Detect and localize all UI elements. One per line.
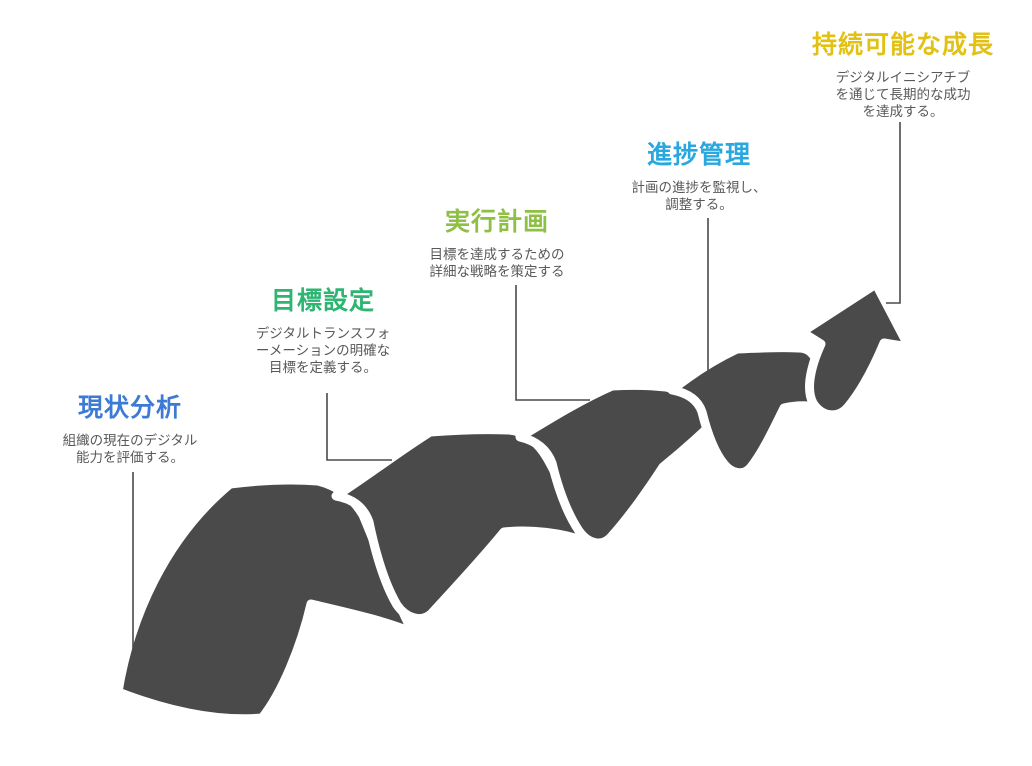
step-2-description: デジタルトランスフォ ーメーションの明確な 目標を定義する。 [256, 325, 390, 376]
step-4-title: 進捗管理 [646, 141, 751, 169]
step-5: 持続可能な成長 デジタルイニシアチブ を通じて長期的な成功 を達成する。 [812, 25, 994, 120]
step-description-line: 能力を評価する。 [75, 450, 184, 465]
step-description-line: 組織の現在のデジタル [62, 433, 198, 448]
step-description-line: 目標を達成するための [429, 247, 565, 262]
connector-line-3 [515, 285, 590, 401]
step-2-title: 目標設定 [270, 287, 375, 315]
step-1: 現状分析 組織の現在のデジタル 能力を評価する。 [63, 388, 198, 466]
step-description-line: 目標を定義する。 [269, 360, 377, 375]
growth-arrow [797, 279, 914, 420]
step-description-line: を通じて長期的な成功 [835, 87, 971, 102]
step-3-description: 目標を達成するための 詳細な戦略を策定する [430, 246, 565, 280]
step-4: 進捗管理 計画の進捗を監視し、 調整する。 [632, 135, 767, 213]
step-5-title: 持続可能な成長 [811, 31, 995, 59]
wave-hump-3 [515, 380, 727, 548]
connector-line-5 [886, 122, 901, 304]
step-3-title: 実行計画 [444, 208, 549, 236]
step-description-line: 詳細な戦略を策定する [429, 264, 565, 279]
step-1-title: 現状分析 [77, 394, 183, 422]
step-5-description: デジタルイニシアチブ を通じて長期的な成功 を達成する。 [812, 69, 994, 120]
step-description-line: ーメーションの明確な [255, 343, 391, 358]
step-description-line: 調整する。 [665, 197, 733, 212]
step-1-description: 組織の現在のデジタル 能力を評価する。 [63, 432, 198, 466]
step-description-line: を達成する。 [862, 104, 944, 119]
step-description-line: デジタルトランスフォ [255, 326, 391, 341]
wave-hump-2 [331, 425, 589, 624]
step-description-line: 計画の進捗を監視し、 [631, 180, 767, 195]
connector-line-2 [326, 393, 392, 461]
step-3: 実行計画 目標を達成するための 詳細な戦略を策定する [430, 202, 565, 280]
step-description-line: デジタルイニシアチブ [835, 70, 971, 85]
step-2: 目標設定 デジタルトランスフォ ーメーションの明確な 目標を定義する。 [256, 281, 390, 376]
step-4-description: 計画の進捗を監視し、 調整する。 [632, 179, 767, 213]
